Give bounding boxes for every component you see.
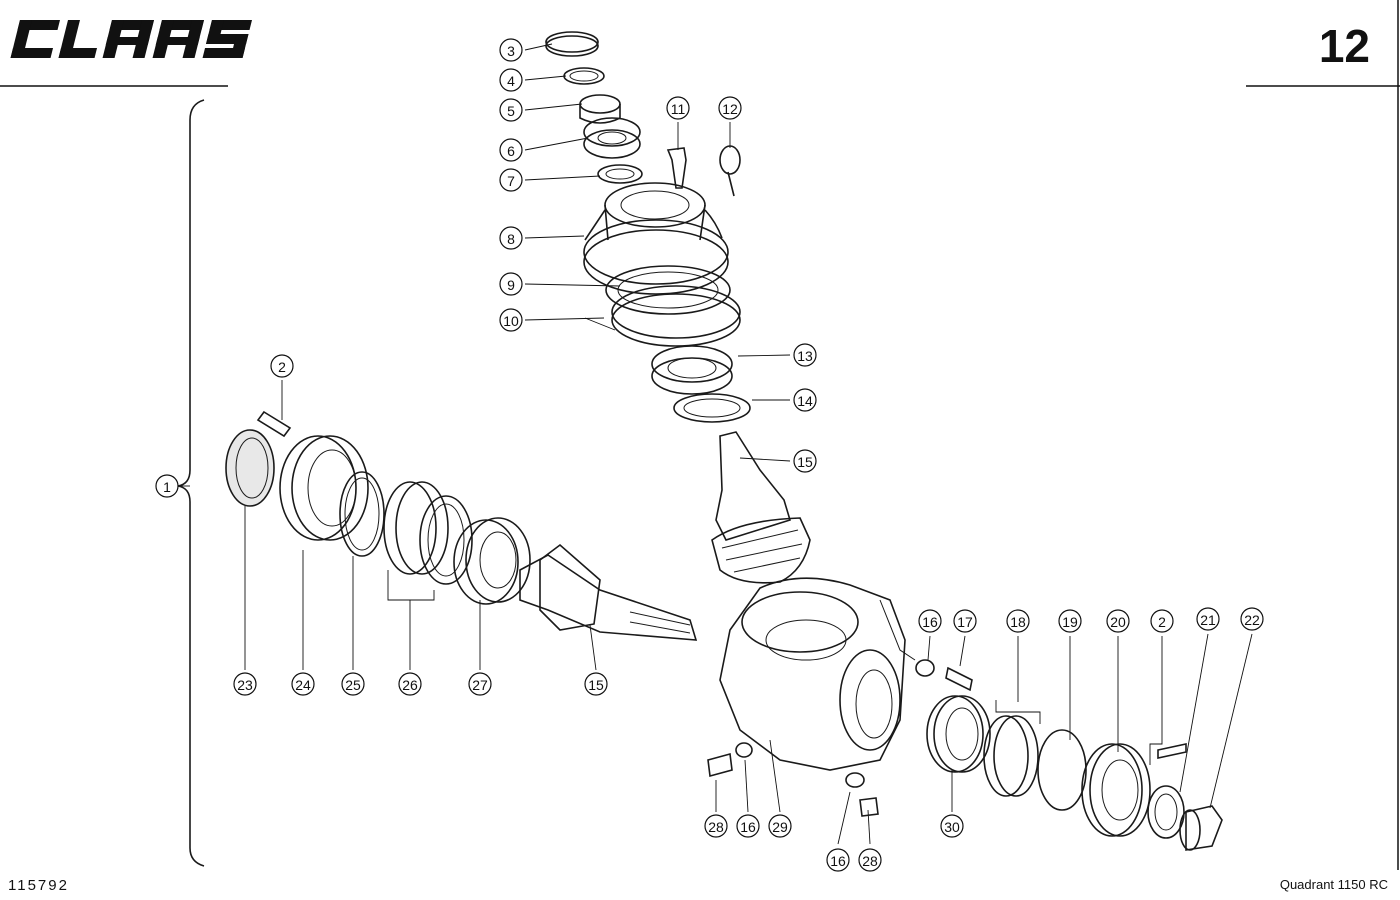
callout-number: 16 — [830, 853, 846, 869]
callout-circle — [341, 672, 365, 696]
callout-number: 17 — [957, 614, 973, 630]
callout-number: 2 — [278, 359, 286, 375]
claas-logo — [10, 20, 252, 58]
callout-number: 11 — [671, 101, 686, 117]
callout-number: 13 — [797, 348, 813, 364]
callout-number: 9 — [507, 277, 515, 293]
callout-circle — [499, 68, 523, 92]
callout-circle — [768, 814, 792, 838]
leader-lines — [180, 43, 1253, 845]
callout-circle — [155, 474, 179, 498]
callout-circle — [499, 226, 523, 250]
callout-number: 28 — [862, 853, 878, 869]
callout-circle — [666, 96, 690, 120]
drawing-number: 115792 — [8, 877, 69, 894]
callout-number: 15 — [588, 677, 604, 693]
callout-number: 8 — [507, 231, 515, 247]
callout-circle — [1058, 609, 1082, 633]
callout-circle — [499, 308, 523, 332]
callout-circle — [718, 96, 742, 120]
callout-circle — [270, 354, 294, 378]
callout-number: 29 — [772, 819, 788, 835]
callout-circle — [793, 388, 817, 412]
callout-circle — [499, 98, 523, 122]
callout-circle — [1006, 609, 1030, 633]
small-fasteners — [666, 145, 879, 817]
callout-circle — [499, 168, 523, 192]
callout-number: 15 — [797, 454, 813, 470]
callout-number: 25 — [345, 677, 361, 693]
callout-circle — [233, 672, 257, 696]
callout-circle — [398, 672, 422, 696]
callout-number: 16 — [922, 614, 938, 630]
callout-circle — [704, 814, 728, 838]
callout-circle — [918, 609, 942, 633]
callout-circle — [826, 848, 850, 872]
callout-circle — [1240, 607, 1264, 631]
callout-number: 22 — [1244, 612, 1260, 628]
callout-number: 1 — [163, 479, 171, 495]
callout-number: 12 — [722, 101, 738, 117]
gaskets — [605, 265, 741, 347]
model-label: Quadrant 1150 RC — [1280, 877, 1388, 892]
callout-number: 21 — [1200, 612, 1216, 628]
assembly-bracket — [177, 99, 205, 867]
callout-circle — [468, 672, 492, 696]
right-bearing-group — [915, 659, 1223, 851]
callout-circle — [499, 38, 523, 62]
callout-circle — [953, 609, 977, 633]
callout-number: 7 — [507, 173, 515, 189]
callout-circle — [499, 272, 523, 296]
left-shaft-group — [225, 410, 698, 641]
hub-housing — [583, 182, 729, 295]
callout-number: 14 — [797, 393, 813, 409]
callout-circle — [1106, 609, 1130, 633]
callout-circle — [858, 848, 882, 872]
bearing-13-14 — [651, 345, 751, 423]
callout-number: 30 — [944, 819, 960, 835]
callout-number: 4 — [507, 73, 515, 89]
callout-number: 24 — [295, 677, 311, 693]
callout-number: 23 — [237, 677, 253, 693]
callout-number: 28 — [708, 819, 724, 835]
callout-number: 27 — [472, 677, 488, 693]
upper-pinion-shaft — [711, 431, 811, 584]
callout-circle — [584, 672, 608, 696]
callout-circle — [793, 449, 817, 473]
callout-number: 19 — [1062, 614, 1078, 630]
callout-number: 16 — [740, 819, 756, 835]
callout-number: 2 — [1158, 614, 1166, 630]
callout-circle — [1150, 609, 1174, 633]
callout-number: 18 — [1010, 614, 1026, 630]
callout-circle — [291, 672, 315, 696]
header-frame — [0, 0, 1400, 870]
callout-number: 5 — [507, 103, 515, 119]
callout-circle — [940, 814, 964, 838]
callout-circle — [793, 343, 817, 367]
callout-circle — [499, 138, 523, 162]
page-number: 12 — [1319, 20, 1370, 72]
callout-number: 3 — [507, 43, 515, 59]
callout-number: 20 — [1110, 614, 1126, 630]
callout-circle — [1196, 607, 1220, 631]
callout-number: 10 — [503, 313, 519, 329]
callout-circle — [736, 814, 760, 838]
callout-number: 26 — [402, 677, 418, 693]
gearbox-housing — [719, 577, 916, 771]
callout-number: 6 — [507, 143, 515, 159]
top-bearing-stack — [545, 31, 643, 184]
